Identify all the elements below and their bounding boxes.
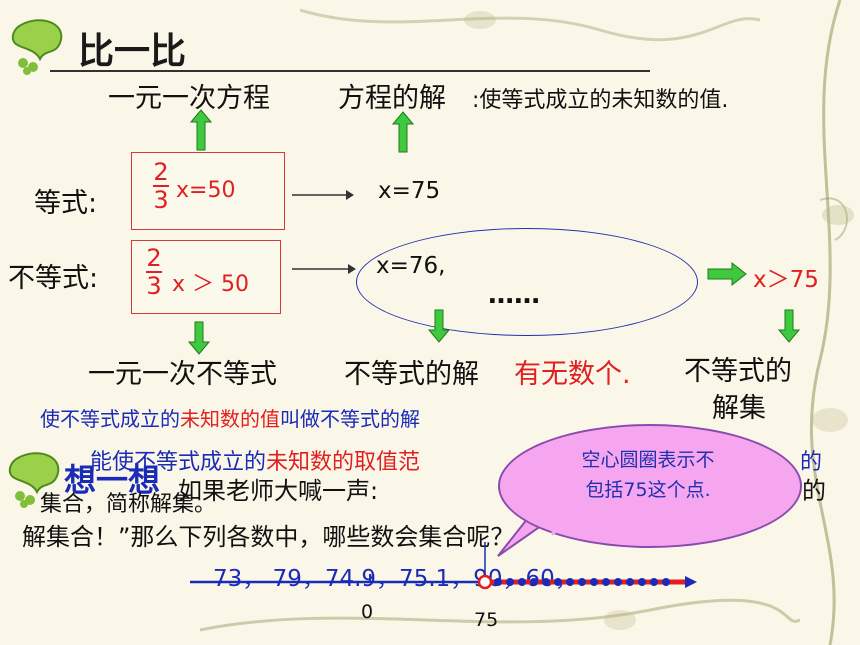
think-line-1: 如果老师大喊一声:	[178, 477, 379, 505]
inequality-result-ellipsis: ……	[488, 280, 540, 310]
definition-text-highlight: 未知数的值	[180, 407, 280, 431]
solutions-ellipse	[356, 228, 698, 336]
equation-solution-label: 方程的解	[338, 83, 446, 114]
inequality-solution-set-label: 不等式的	[684, 356, 792, 387]
arrow-down-icon	[428, 309, 450, 343]
inequality-result-1: x=76,	[376, 253, 446, 279]
solution-set-definition: 能使不等式成立的未知数的取值范	[90, 444, 420, 476]
bubble-text-line-1: 空心圆圈表示不	[581, 449, 715, 471]
definition2-text-end: 的	[800, 450, 823, 475]
solution-definition: 使不等式成立的未知数的值叫做不等式的解	[40, 403, 420, 432]
fraction-denominator: 3	[146, 272, 162, 300]
equation-expression: x=50	[176, 178, 236, 203]
equation-box	[131, 152, 285, 230]
inequality-solution-label: 不等式的解	[344, 359, 479, 390]
think-line-2: 集合，简称解集。	[40, 492, 217, 517]
think-line-1-end: 的	[802, 477, 826, 505]
inequality-box	[131, 240, 281, 314]
speech-bubble	[498, 424, 802, 548]
arrow-down-icon	[188, 321, 210, 355]
linear-equation-label: 一元一次方程	[108, 83, 270, 114]
solution-set-label: 解集	[712, 393, 766, 424]
fraction-denominator: 3	[153, 186, 169, 214]
inequality-label: 不等式:	[8, 263, 99, 294]
arrow-right-icon	[292, 264, 356, 274]
page-title: 比一比	[78, 31, 187, 72]
definition-text-c: 叫做不等式的解	[280, 407, 420, 431]
candidate-numbers: 73， 79，74.9，75.1，90，60，	[213, 566, 578, 592]
definition-text-a: 使不等式成立的	[40, 407, 180, 431]
think-line-3: 解集合！”那么下列各数中，哪些数会集合呢？	[22, 523, 515, 551]
inequality-fraction: 2 3	[143, 246, 165, 298]
solution-set-expression: x＞75	[753, 267, 819, 293]
inequality-expression: x ＞ 50	[172, 272, 250, 297]
linear-inequality-label: 一元一次不等式	[88, 359, 277, 390]
bubble-tail-cover	[548, 500, 588, 536]
vine-decoration-top	[300, 8, 760, 42]
think-heading: 想一想	[64, 461, 161, 499]
arrow-right-icon	[707, 262, 747, 286]
number-line-75: 75	[474, 609, 499, 631]
fraction-bar	[146, 271, 162, 273]
definition2-text-a: 能使不等式成立的	[90, 450, 267, 475]
fraction-numerator: 2	[153, 158, 169, 186]
vine-decoration-right	[809, 0, 854, 645]
definition2-text-highlight: 未知数的取值范	[266, 450, 421, 475]
bubble-text: 空心圆圈表示不 包括75这个点.	[518, 445, 778, 505]
title-underline	[50, 70, 650, 72]
leaf-icon	[8, 452, 60, 508]
arrow-down-icon	[778, 309, 800, 343]
arrow-up-icon	[392, 111, 414, 153]
number-line-zero: 0	[361, 601, 374, 623]
arrow-right-icon	[292, 190, 354, 200]
bubble-text-line-2: 包括75这个点.	[585, 479, 711, 501]
number-line	[190, 542, 697, 590]
equality-label: 等式:	[34, 188, 98, 219]
vine-decoration-bottom	[200, 598, 800, 632]
equation-solution-definition: :使等式成立的未知数的值.	[472, 88, 729, 113]
fraction-bar	[153, 185, 169, 187]
arrow-up-icon	[190, 109, 212, 151]
equation-result: x=75	[378, 178, 441, 204]
equation-fraction: 2 3	[150, 160, 172, 212]
fraction-numerator: 2	[146, 244, 162, 272]
leaf-icon	[11, 19, 63, 75]
infinite-solutions-text: 有无数个.	[514, 359, 631, 390]
